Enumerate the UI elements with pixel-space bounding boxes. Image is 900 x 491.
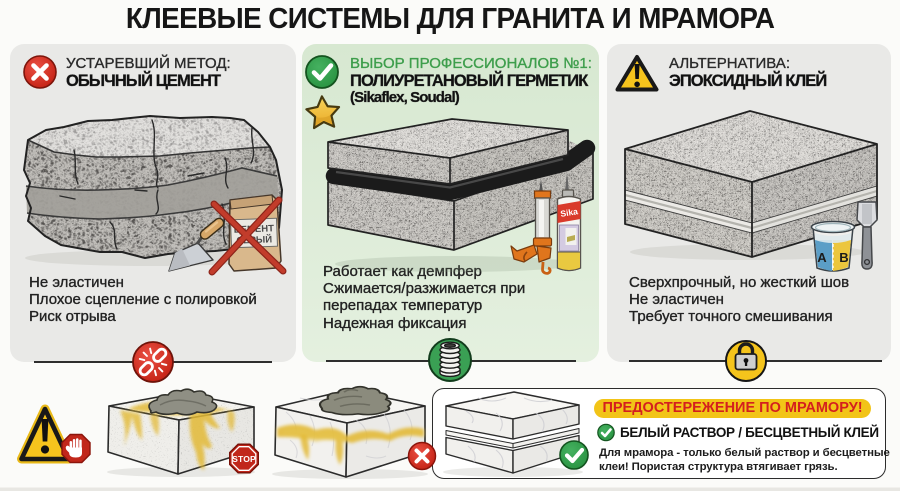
- svg-text:STOP: STOP: [232, 454, 256, 464]
